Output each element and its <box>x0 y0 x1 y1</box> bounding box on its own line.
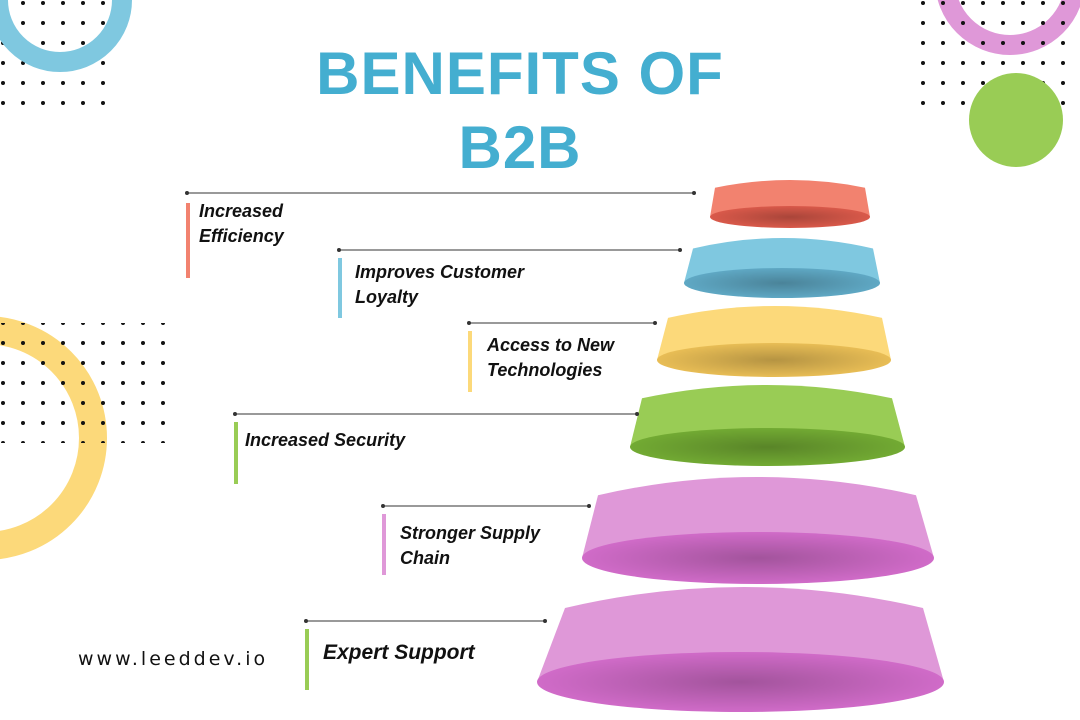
circle-green <box>969 73 1063 167</box>
label-accent-bar-2 <box>338 258 342 318</box>
connector-6 <box>304 619 547 690</box>
label-improves-customer-loyalty: Improves Customer Loyalty <box>355 262 525 307</box>
tier-shadow-5 <box>582 532 934 584</box>
title-line-1: BENEFITS OF <box>316 40 724 107</box>
connector-dot-start-5 <box>381 504 385 508</box>
pyramid-tier-3 <box>657 306 891 377</box>
label-accent-bar-3 <box>468 331 472 392</box>
connector-dot-start-2 <box>337 248 341 252</box>
connector-dot-start-3 <box>467 321 471 325</box>
connector-dot-start-1 <box>185 191 189 195</box>
connector-dot-end-3 <box>653 321 657 325</box>
connector-1 <box>185 191 696 278</box>
connector-3 <box>467 321 657 392</box>
connectors <box>185 191 696 690</box>
dot-grid-left <box>0 323 168 443</box>
connector-5 <box>381 504 591 575</box>
connector-dot-end-4 <box>635 412 639 416</box>
label-expert-support: Expert Support <box>323 641 475 664</box>
pyramid-tier-4 <box>630 385 905 466</box>
label-accent-bar-4 <box>234 422 238 484</box>
tier-shadow-2 <box>684 268 880 298</box>
connector-dot-end-5 <box>587 504 591 508</box>
connector-dot-end-2 <box>678 248 682 252</box>
pyramid <box>537 180 944 712</box>
ring-blue <box>0 0 132 72</box>
connector-2 <box>337 248 682 318</box>
connector-dot-end-1 <box>692 191 696 195</box>
decor-top-right <box>915 0 1080 167</box>
pyramid-tier-2 <box>684 238 880 298</box>
tier-shadow-4 <box>630 428 905 466</box>
connector-dot-end-6 <box>543 619 547 623</box>
connector-dot-start-6 <box>304 619 308 623</box>
label-stronger-supply-chain: Stronger Supply Chain <box>400 523 541 568</box>
label-increased-security: Increased Security <box>245 430 406 450</box>
label-access-new-technologies: Access to New Technologies <box>487 335 615 380</box>
pyramid-tier-6 <box>537 587 944 712</box>
title-line-2: B2B <box>458 114 582 181</box>
connector-dot-start-4 <box>233 412 237 416</box>
website-url: www.leeddev.io <box>78 648 269 670</box>
connector-4 <box>233 412 639 484</box>
label-accent-bar-5 <box>382 514 386 575</box>
label-accent-bar-1 <box>186 203 190 278</box>
pyramid-tier-1 <box>710 180 870 228</box>
pyramid-tier-5 <box>582 477 934 584</box>
label-accent-bar-6 <box>305 629 309 690</box>
label-increased-efficiency: Increased Efficiency <box>199 201 284 246</box>
tier-shadow-1 <box>710 206 870 228</box>
decor-left <box>0 316 168 560</box>
decor-top-left <box>0 0 132 112</box>
tier-shadow-3 <box>657 343 891 377</box>
tier-shadow-6 <box>537 652 944 712</box>
